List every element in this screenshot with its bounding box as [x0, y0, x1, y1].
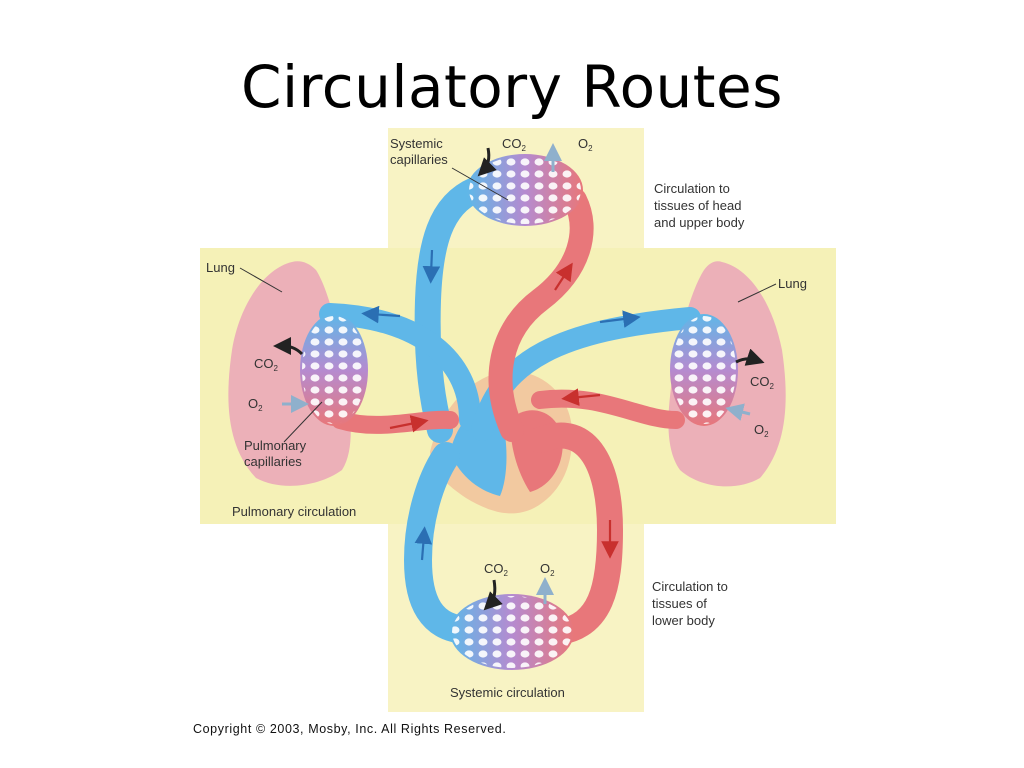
label-o2-right: O2 [754, 422, 769, 439]
co2-in-arrow-top [477, 147, 497, 177]
label-head-circulation-1: Circulation to [654, 181, 730, 196]
label-lower-circulation-1: Circulation to [652, 579, 728, 594]
label-o2-top: O2 [578, 136, 593, 153]
label-lower-circulation-2: tissues of [652, 596, 707, 611]
pulmonary-capillary-bed-left-texture [302, 316, 366, 424]
flow-arrow-aorta-up [554, 262, 573, 291]
flow-arrow-ivc [414, 526, 433, 561]
systemic-capillary-bed-bottom-texture [452, 596, 572, 668]
label-lower-circulation-3: lower body [652, 613, 715, 628]
label-co2-right: CO2 [750, 374, 775, 391]
co2-out-arrow-left [273, 337, 304, 356]
pulmonary-vein-right [531, 389, 685, 429]
aortic-arch-up [488, 188, 594, 442]
label-head-circulation-3: and upper body [654, 215, 745, 230]
deoxygenated-vessels [319, 177, 701, 644]
flow-arrows [361, 249, 641, 561]
leader-pulmonary-capillaries [283, 401, 323, 443]
flow-arrow-svc [422, 249, 441, 284]
pulmonary-vein-left [331, 410, 459, 434]
label-co2-bottom: CO2 [484, 561, 509, 578]
inferior-vena-cava [403, 442, 484, 644]
label-systemic-capillaries-2: capillaries [390, 152, 448, 167]
copyright-notice: Copyright © 2003, Mosby, Inc. All Rights… [193, 722, 507, 736]
leader-systemic-capillaries [451, 167, 509, 201]
label-o2-left: O2 [248, 396, 263, 413]
label-lung-left: Lung [206, 260, 235, 275]
label-co2-left: CO2 [254, 356, 279, 373]
pulmonary-capillary-bed-right-texture [672, 316, 736, 424]
flow-arrow-pv-left [389, 415, 429, 433]
leader-lung-right [737, 283, 777, 303]
label-head-circulation-2: tissues of head [654, 198, 741, 213]
label-co2-top: CO2 [502, 136, 527, 153]
slide-title: Circulatory Routes [241, 53, 783, 121]
label-pulmonary-capillaries-1: Pulmonary [244, 438, 307, 453]
label-systemic-capillaries-1: Systemic [390, 136, 443, 151]
leader-lines [239, 167, 777, 443]
systemic-capillary-bed-top-texture [469, 156, 581, 224]
label-o2-bottom: O2 [540, 561, 555, 578]
flow-arrow-pa-left [361, 305, 401, 324]
oxygenated-vessels [331, 188, 685, 645]
flow-arrow-pv-right [561, 388, 601, 406]
label-pulmonary-capillaries-2: capillaries [244, 454, 302, 469]
leader-lung-left [239, 267, 283, 293]
o2-in-arrow-right [725, 403, 751, 421]
label-pulmonary-circulation: Pulmonary circulation [232, 504, 356, 519]
diagram-labels: Systemic capillaries CO2 O2 Circulation … [206, 136, 807, 700]
pulmonary-artery-right [471, 307, 701, 441]
pulmonary-artery-left [319, 303, 481, 431]
flow-arrow-pa-right [599, 310, 641, 328]
co2-in-arrow-bottom [483, 579, 503, 611]
gas-exchange-arrows [273, 143, 765, 611]
superior-vena-cava [414, 177, 488, 443]
label-lung-right: Lung [778, 276, 807, 291]
co2-out-arrow-right [735, 348, 765, 366]
label-systemic-circulation: Systemic circulation [450, 685, 565, 700]
